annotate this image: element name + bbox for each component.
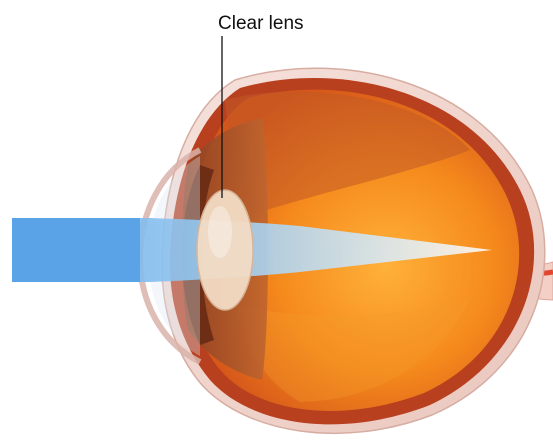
- incoming-light: [12, 218, 140, 282]
- lens-label: Clear lens: [218, 13, 304, 35]
- lens-highlight: [208, 206, 232, 258]
